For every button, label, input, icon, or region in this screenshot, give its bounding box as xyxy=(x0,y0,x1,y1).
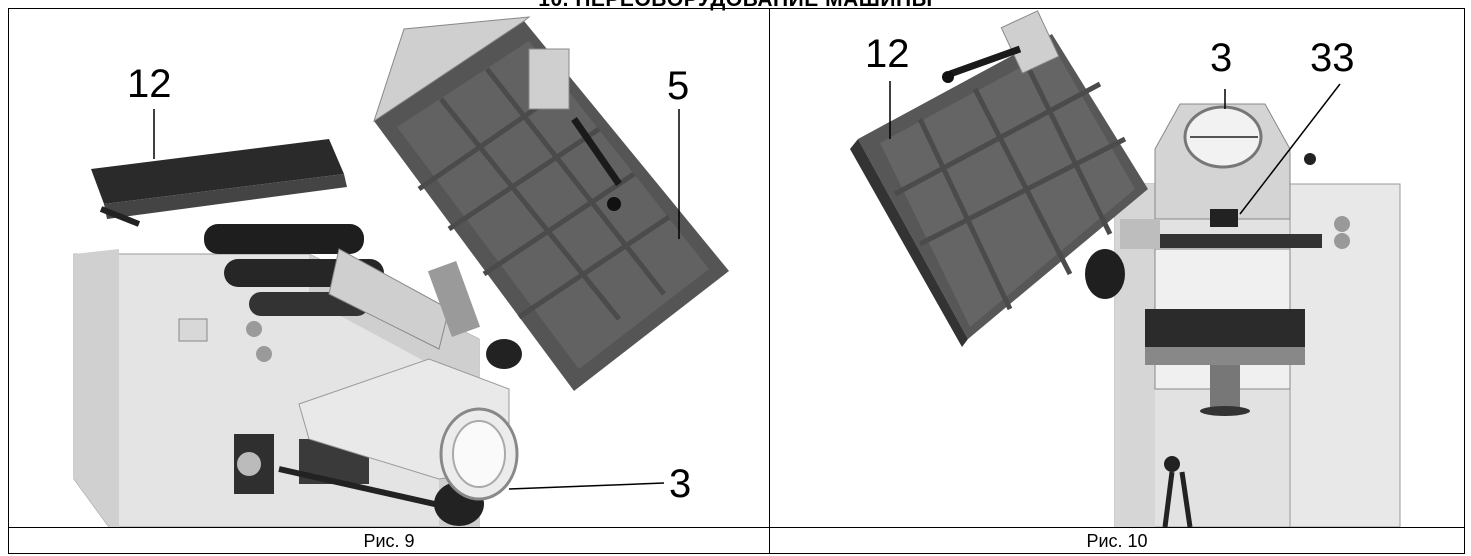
section-title: 10. ПЕРЕОБОРУДОВАНИЕ МАШИНЫ xyxy=(0,0,1471,12)
column-divider xyxy=(769,9,770,553)
callout-12: 12 xyxy=(865,32,910,76)
callout-3: 3 xyxy=(669,462,691,506)
figure-9-photo: 12 5 3 xyxy=(9,9,769,527)
figure-9-caption: Рис. 9 xyxy=(363,531,415,551)
caption-divider xyxy=(9,527,1464,528)
figure-10-caption: Рис. 10 xyxy=(1086,531,1148,551)
callout-5: 5 xyxy=(667,64,689,108)
planer-thicknesser-front-view: 12 3 33 xyxy=(850,10,1401,527)
planer-thicknesser-side-view: 12 5 3 xyxy=(73,16,729,527)
callout-3: 3 xyxy=(1210,36,1232,80)
callout-12: 12 xyxy=(127,62,172,106)
figure-10-photo: 12 3 33 xyxy=(770,9,1464,527)
callout-33: 33 xyxy=(1310,36,1355,80)
figure-table: 12 5 3 xyxy=(8,8,1465,554)
